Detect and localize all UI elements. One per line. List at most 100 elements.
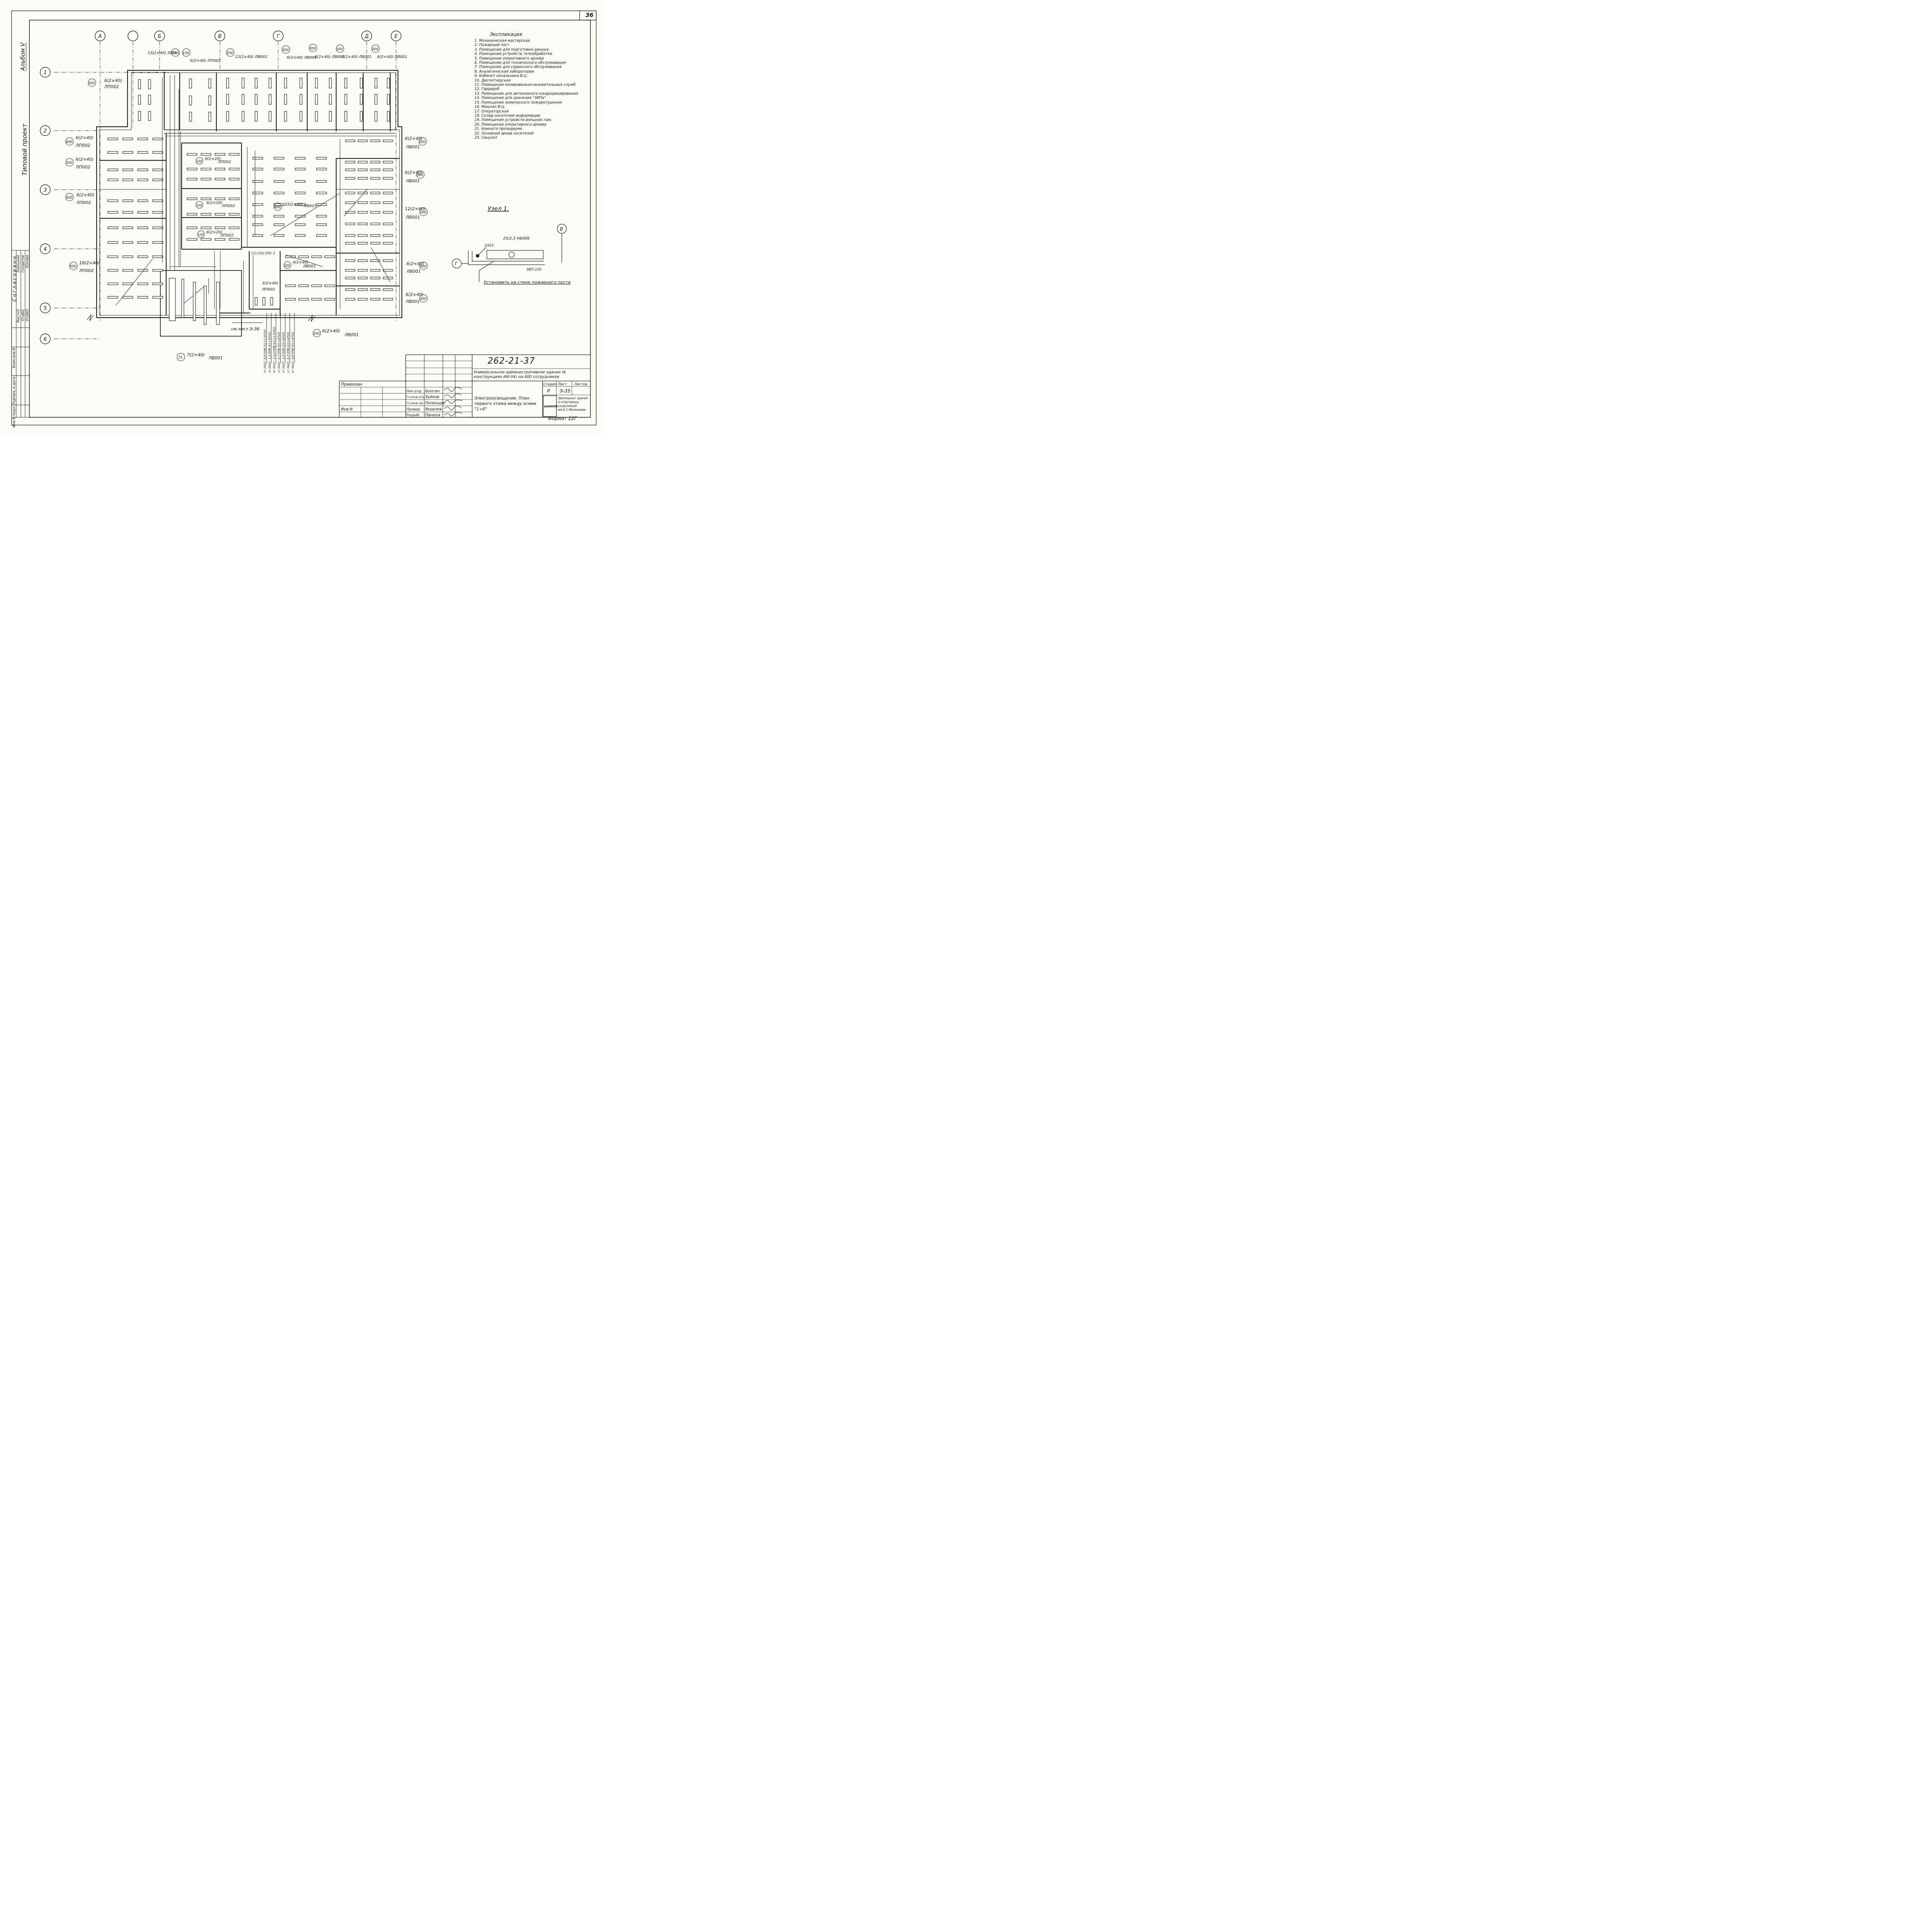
fixture-count: 6(2×40) (406, 292, 423, 297)
axis-bubble-col-3 (154, 31, 165, 41)
lux-label: 300 (420, 297, 426, 301)
lighting-fixtures (138, 78, 390, 122)
axis-bubble-col-4 (214, 31, 225, 41)
fixture-type: ЛВ001 (303, 204, 316, 208)
explication-item: 14. Помещение для хранения "ЗИПа" (474, 96, 546, 100)
strip-label: Инв.N подл. (12, 406, 16, 428)
strip-label: Подпись и дата (12, 377, 16, 406)
approval-dept: ОтдN2 (21, 309, 25, 321)
lux-label: 300 (284, 264, 290, 267)
fixture-count: 6(2×40) (77, 192, 94, 197)
lamp-icon (509, 252, 515, 258)
approval-name: Солдатов (21, 255, 25, 273)
axis-row-label: 5 (44, 306, 47, 311)
fixture-count: 6(2×20) (206, 230, 223, 235)
node-axis-right: В (560, 226, 563, 232)
circuit-label: от 3ЩО - 8,9-ППВ-3(1×4)П20 (291, 332, 294, 373)
plan-label: 6(2×40) ЛП002 (190, 59, 221, 63)
signer-role: Гл.инж.отд. (406, 395, 426, 399)
break-lines (87, 314, 315, 322)
explication-item: 23. Санузел (474, 135, 497, 140)
circuit-label: от 2ЩО - 4,5-ППВ-3(1×4)П20 (282, 332, 285, 373)
explication-item: 6. Помещение для технического обслуживан… (474, 61, 566, 65)
axis-col-label: А (98, 34, 102, 39)
explication-item: 20. Помещение оперативного архива (474, 122, 546, 127)
bound-label: Привязан (341, 382, 362, 387)
explication-item: 5. Помещение оперативного архива (474, 56, 544, 61)
axis-bubble-col-7 (391, 31, 401, 41)
fixture-count: 9(2×20) (205, 157, 221, 161)
axis-bubble-col-6 (361, 31, 372, 41)
approval-block (11, 250, 30, 418)
drawing-canvas: А Б В Г Д Е 1 2 3 4 5 6 15(2×40) ЛВ001 7… (11, 10, 597, 425)
signer-role: Гл.инж.пр. (406, 401, 424, 405)
plan-label: 6(2×40) ЛВ001 (315, 55, 345, 59)
signer-name: Зуйков (425, 395, 439, 399)
lux-label: 300 (66, 161, 72, 165)
approval-dept: Мастн5 (17, 309, 20, 323)
plan-label: 6(2×40) ЛВ001 (377, 55, 407, 59)
sheet-name: Электроосвещение. План первого этажа меж… (474, 396, 536, 412)
left-labels: 300 6(2×40) ЛП002 400 6(2×40) ЛП002 300 … (65, 78, 122, 273)
explication-item: 8. Аналитическая лаборатория (474, 69, 534, 74)
axis-bubble-row-1 (40, 67, 51, 78)
lux-label: 100 (196, 160, 202, 163)
fixture-count: 6(2×40) (76, 157, 94, 162)
explication-item: 13. Помещение для автономного кондициони… (474, 91, 578, 96)
fixture-count: 6(2×40) (405, 136, 423, 141)
explication-item: 12. Гардероб (474, 87, 500, 92)
node-detail (452, 224, 567, 282)
explication-item: 15. Помещение химического пожаротушения (474, 100, 562, 105)
approval-name: Зорецкий (17, 255, 20, 273)
fixture-count: 12(2×40) (405, 206, 425, 211)
horizontal-fixtures (107, 138, 393, 301)
lux-label: 300 (336, 48, 343, 51)
circuit-label: от 3ЩО - 3,4,5-ППВ-5(1×2,5)П20 (273, 327, 276, 373)
explication-item: 1. Механическая мастерская (474, 39, 530, 43)
node-switch-label: Э325 (484, 244, 494, 248)
fixture-count: 6(2×20) (206, 201, 223, 205)
fixture-count: 3(2×40) (262, 281, 278, 286)
fixture-type: ЛП002 (75, 143, 90, 148)
wiring (116, 75, 396, 363)
sheet-value: Э-35 (559, 388, 570, 394)
fixture-type: ЛП002 (218, 160, 231, 164)
fixture-type: ЛВ001 (208, 355, 223, 361)
node-cable-label: 3ВП-220 (526, 268, 541, 272)
fixture-count: 7(2×40) (187, 352, 205, 357)
fixture-type: ЛП002 (76, 200, 91, 205)
lux-label: 300 (66, 196, 72, 200)
explication-item: 18. Склад носителей информации (474, 113, 540, 118)
axis-row-label: 2 (44, 128, 47, 134)
lamp-fixture-icon (486, 250, 544, 259)
axis-bubble-col-5 (273, 31, 284, 41)
fixture-count: 6(2×40) (322, 328, 340, 333)
bottom-labels: 300 6(2×40) ЛВ001 75 7(2×40) ЛВ001 см.ли… (177, 327, 359, 361)
axis-bubble-row-3 (40, 184, 51, 195)
fixture-type: ЛВ001 (405, 145, 420, 150)
explication-item: 22. Основной архив носителей (474, 131, 534, 136)
org-logo: ЦНИИЭП (544, 405, 558, 408)
lux-label: 400 (66, 140, 72, 144)
fixture-type: ЛП002 (262, 287, 275, 292)
stage-header: Стадия (543, 383, 557, 386)
lux-label: 150 (182, 51, 189, 55)
lux-label: 500 (70, 265, 76, 269)
node-labels: Узел 1. Г В 25/2,3 НБ006 Э325 3ВП-220 Ус… (455, 205, 571, 285)
sheets-header: Листов (574, 383, 587, 386)
approval-dept: ОтдN3 (26, 309, 29, 321)
signer-role: Разраб. (406, 413, 420, 417)
album-label: Альбом V (19, 43, 26, 71)
fixture-type: ЛП002 (79, 268, 94, 273)
sheet-number: 36 (585, 12, 594, 19)
fixture-type: ЛВ001 (344, 332, 359, 337)
axis-row-label: 4 (44, 247, 47, 252)
lux-label: 300 (420, 211, 426, 214)
explication-item: 11. Помещение копировально-множительных … (474, 83, 576, 87)
fixture-type: ЛП002 (75, 165, 90, 170)
lux-label: 300 (417, 173, 423, 177)
plan-label: 6(2×40) ЛВ001 (342, 55, 372, 59)
project-type-label: Типовой проект (21, 124, 28, 176)
signer-name: Полинцев (425, 401, 445, 405)
